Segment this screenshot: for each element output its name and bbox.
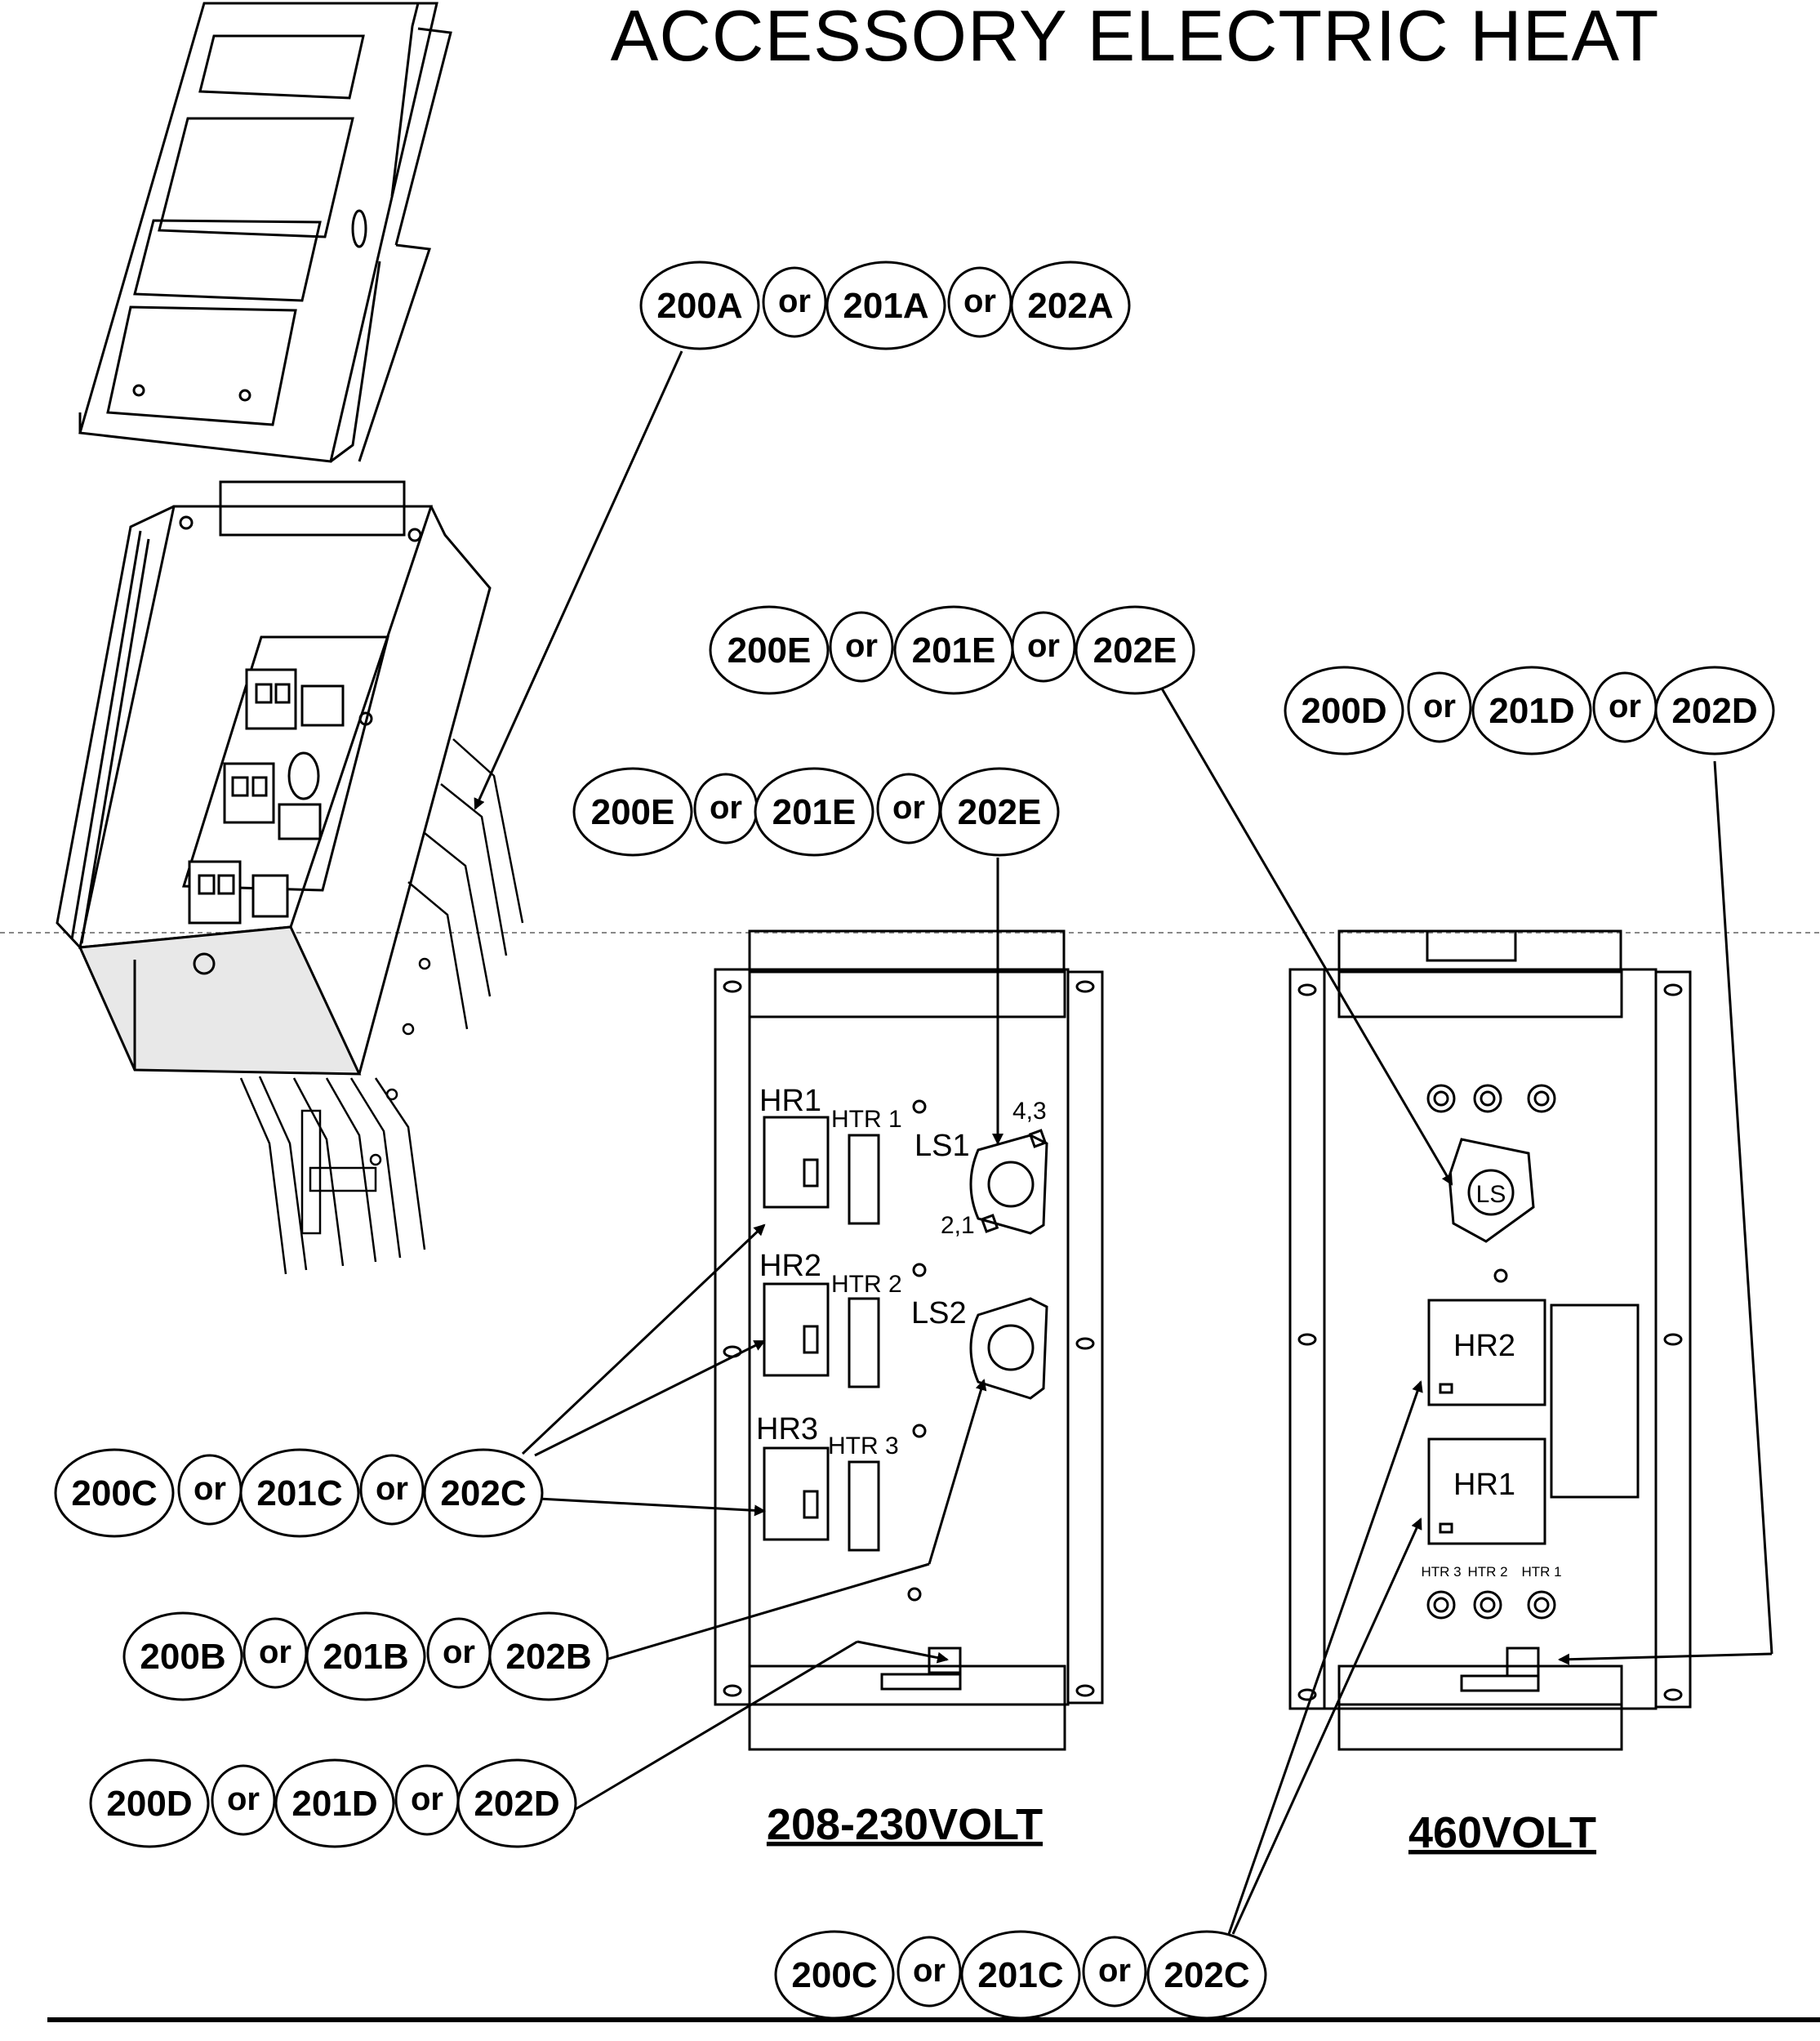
callout-d1-part1: 200D: [1301, 691, 1386, 731]
callout-c1-or1: or: [194, 1471, 226, 1507]
heater-box: [56, 480, 492, 1076]
callout-c1-or2: or: [376, 1471, 408, 1507]
callout-c2-part1: 200C: [791, 1955, 877, 1995]
callout-c1-part2: 201C: [256, 1473, 342, 1513]
page-title: ACCESSORY ELECTRIC HEAT: [610, 0, 1660, 76]
callout-c2-or1: or: [913, 1953, 946, 1989]
callout-200a-201a-202a: [639, 261, 1131, 350]
callout-b-or2: or: [443, 1634, 475, 1670]
callout-d1-or1: or: [1423, 689, 1456, 724]
callout-e2-part2: 201E: [772, 792, 857, 832]
voltage-460-caption: 460VOLT: [1408, 1808, 1596, 1857]
callout-b-or1: or: [259, 1634, 291, 1670]
htr1-460-label: HTR 1: [1521, 1564, 1561, 1580]
heating-element-coils: [239, 738, 524, 1275]
callout-d2-part3: 202D: [474, 1784, 559, 1824]
callout-e1-part2: 201E: [912, 631, 996, 671]
callout-e2-part1: 200E: [591, 792, 675, 832]
callout-d2-or1: or: [227, 1781, 260, 1817]
callout-a-or1: or: [778, 283, 811, 319]
htr1-label: HTR 1: [831, 1106, 902, 1133]
callout-200c-201c-202c-left: [54, 1448, 544, 1538]
callout-c2-part3: 202C: [1164, 1955, 1249, 1995]
callout-e1-part3: 202E: [1093, 631, 1177, 671]
callout-200d-201d-202d-upper: [1284, 666, 1775, 755]
htr2-460-label: HTR 2: [1467, 1564, 1507, 1580]
callout-a-or2: or: [963, 283, 996, 319]
callout-a-part1: 200A: [656, 286, 742, 326]
callout-c2-part2: 201C: [977, 1955, 1063, 1995]
callout-a-part2: 201A: [843, 286, 928, 326]
callout-b-part2: 201B: [323, 1637, 408, 1677]
callout-e2-part3: 202E: [958, 792, 1042, 832]
callout-e2-or1: or: [710, 790, 742, 826]
hr1-label: HR1: [759, 1084, 821, 1118]
callout-200c-201c-202c-bottom: [774, 1930, 1267, 2020]
htr2-label: HTR 2: [831, 1271, 902, 1298]
callout-b-part3: 202B: [505, 1637, 591, 1677]
relay-components: [188, 668, 345, 925]
htr3-label: HTR 3: [828, 1433, 899, 1459]
hr1-460-label: HR1: [1453, 1468, 1515, 1502]
heater-cover-plate: [78, 2, 452, 463]
callout-b-part1: 200B: [140, 1637, 225, 1677]
callout-e2-or2: or: [892, 790, 925, 826]
callout-d1-part3: 202D: [1671, 691, 1757, 731]
ls1-label: LS1: [914, 1129, 970, 1163]
panel-208-230-volt: [714, 929, 1104, 1751]
callout-200b-201b-202b: [122, 1611, 609, 1701]
terminal-43-label: 4,3: [1012, 1098, 1047, 1125]
terminal-21-label: 2,1: [941, 1212, 975, 1239]
callout-d1-part2: 201D: [1488, 691, 1574, 731]
callout-200d-201d-202d-lower: [89, 1758, 577, 1848]
voltage-208-230-caption: 208-230VOLT: [767, 1800, 1043, 1849]
hr3-label: HR3: [756, 1412, 818, 1446]
callout-200e-201e-202e-lower: [572, 767, 1060, 857]
panel-460-volt: [1288, 929, 1692, 1751]
hr2-460-label: HR2: [1453, 1329, 1515, 1363]
leader-arrows: [474, 350, 1773, 1935]
callout-c2-or2: or: [1098, 1953, 1131, 1989]
callout-d1-or2: or: [1609, 689, 1641, 724]
hr2-label: HR2: [759, 1249, 821, 1283]
callout-c1-part3: 202C: [440, 1473, 526, 1513]
callout-e1-or1: or: [845, 628, 878, 664]
htr3-460-label: HTR 3: [1421, 1564, 1461, 1580]
callout-d2-or2: or: [411, 1781, 443, 1817]
callout-e1-or2: or: [1027, 628, 1060, 664]
ls-label: LS: [1476, 1181, 1506, 1208]
callout-d2-part2: 201D: [291, 1784, 377, 1824]
callout-d2-part1: 200D: [106, 1784, 192, 1824]
callout-200e-201e-202e-upper: [709, 605, 1195, 695]
callout-e1-part1: 200E: [728, 631, 812, 671]
callout-c1-part1: 200C: [71, 1473, 157, 1513]
callout-a-part3: 202A: [1027, 286, 1113, 326]
ls2-label: LS2: [911, 1296, 967, 1330]
